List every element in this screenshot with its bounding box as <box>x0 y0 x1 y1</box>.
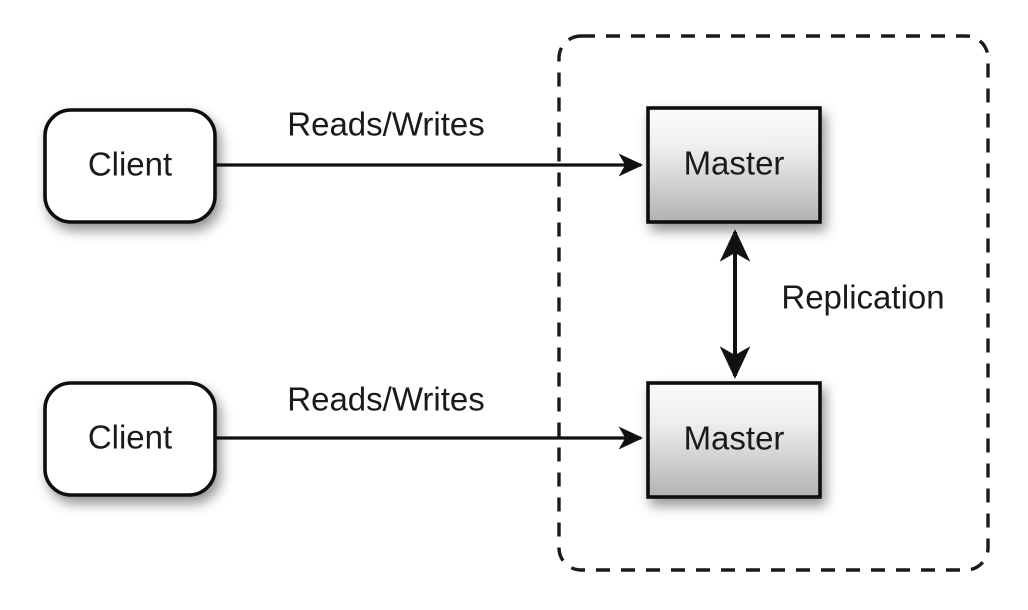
node-master-top[interactable]: Master <box>646 106 822 224</box>
edge-label-reads-writes-top: Reads/Writes <box>287 106 484 143</box>
master-bottom-shape <box>646 381 822 499</box>
master-top-shape <box>646 106 822 224</box>
client-top-shape <box>43 108 217 224</box>
node-client-bottom[interactable]: Client <box>43 381 217 497</box>
client-top-label: Client <box>88 146 172 183</box>
node-client-top[interactable]: Client <box>43 108 217 224</box>
edge-label-reads-writes-bottom: Reads/Writes <box>287 381 484 418</box>
edge-label-replication: Replication <box>781 279 944 316</box>
master-bottom-label: Master <box>684 420 785 457</box>
master-top-label: Master <box>684 145 785 182</box>
replication-cluster-boundary <box>557 34 990 572</box>
client-bottom-shape <box>43 381 217 497</box>
node-master-bottom[interactable]: Master <box>646 381 822 499</box>
client-bottom-label: Client <box>88 419 172 456</box>
